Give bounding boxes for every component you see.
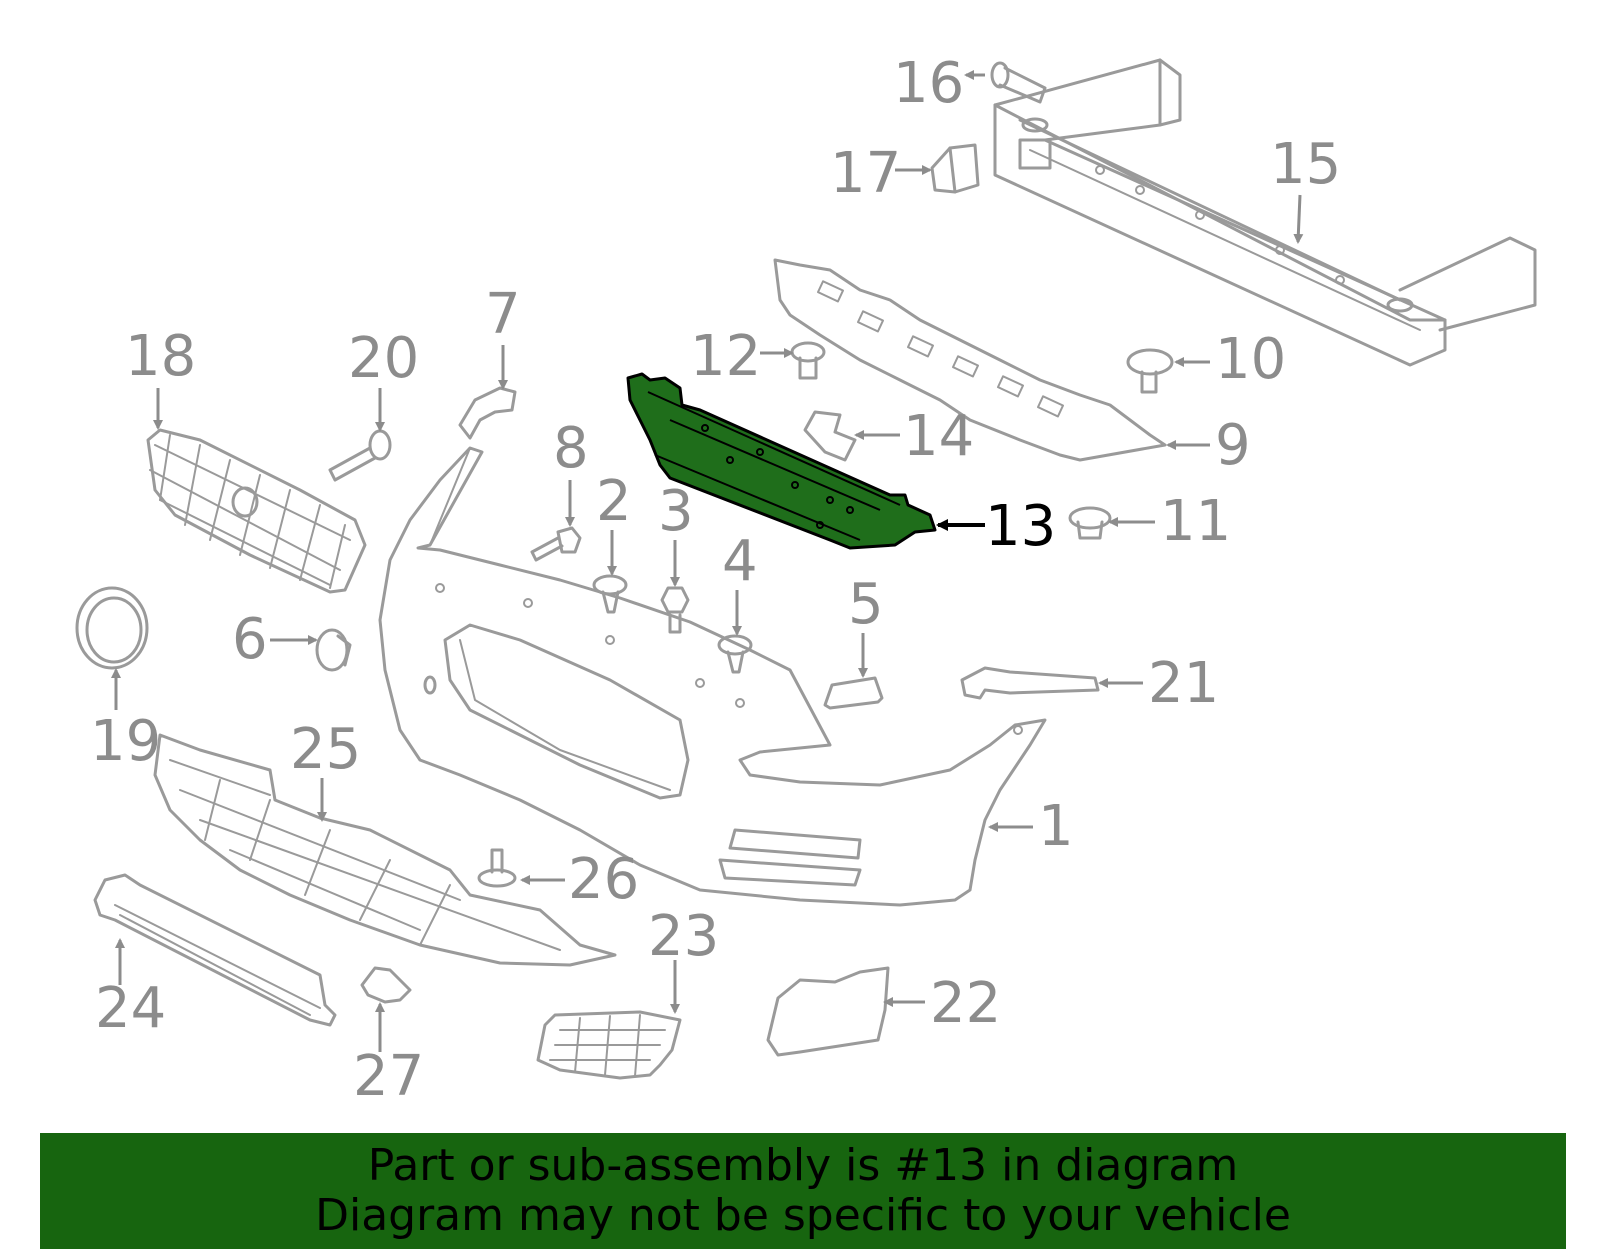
callout-1: 1 xyxy=(1038,794,1074,859)
part-13-energy-absorber xyxy=(626,372,937,550)
part-20-bolt xyxy=(328,429,392,482)
callout-22: 22 xyxy=(930,971,1001,1036)
part-6-clip xyxy=(315,628,352,672)
callout-18: 18 xyxy=(125,324,196,389)
callout-11: 11 xyxy=(1160,489,1231,554)
callout-27: 27 xyxy=(353,1044,424,1109)
part-1-bumper-cover xyxy=(378,446,1047,907)
callout-9: 9 xyxy=(1215,413,1251,478)
callout-26: 26 xyxy=(568,847,639,912)
part-16-bolt xyxy=(990,61,1047,104)
callout-4: 4 xyxy=(722,529,758,594)
callout-12: 12 xyxy=(690,324,761,389)
part-4-clip xyxy=(717,634,753,674)
part-9-upper-bracket xyxy=(773,258,1167,462)
part-8-bolt xyxy=(530,526,582,562)
callout-19: 19 xyxy=(90,709,161,774)
part-11-nut xyxy=(1068,506,1112,540)
part-15-reinforcement-beam xyxy=(993,58,1537,367)
part-19-trim-ring xyxy=(75,586,149,670)
part-24-lower-grille xyxy=(93,873,337,1027)
callout-6: 6 xyxy=(232,607,268,672)
callout-2: 2 xyxy=(596,469,632,534)
callout-leaders xyxy=(111,70,1304,1052)
callout-25: 25 xyxy=(290,717,361,782)
part-25-undertray xyxy=(153,733,617,967)
callout-23: 23 xyxy=(648,904,719,969)
callout-3: 3 xyxy=(658,479,694,544)
part-26-push-pin xyxy=(477,848,517,888)
callout-15: 15 xyxy=(1270,132,1341,197)
banner-line-1: Part or sub-assembly is #13 in diagram xyxy=(367,1140,1239,1191)
banner-line-2: Diagram may not be specific to your vehi… xyxy=(315,1190,1291,1241)
callout-8: 8 xyxy=(553,416,589,481)
callout-20: 20 xyxy=(348,326,419,391)
callout-10: 10 xyxy=(1215,327,1286,392)
part-14-bracket xyxy=(803,410,857,462)
part-5-cover xyxy=(823,676,884,710)
callout-5: 5 xyxy=(848,572,884,637)
part-18-grille xyxy=(146,428,367,594)
part-10-clip xyxy=(1126,348,1174,394)
callout-24: 24 xyxy=(95,976,166,1041)
callout-14: 14 xyxy=(903,404,974,469)
part-21-bracket xyxy=(960,666,1100,700)
callout-16: 16 xyxy=(893,51,964,116)
callout-21: 21 xyxy=(1148,651,1219,716)
callout-labels: 16 17 15 12 10 14 9 13 11 7 18 20 8 2 3 … xyxy=(90,51,1341,1109)
callout-13: 13 xyxy=(985,494,1056,559)
part-7-bracket xyxy=(458,386,517,440)
part-22-bracket xyxy=(766,966,890,1057)
part-12-clip xyxy=(790,341,826,380)
part-27-clip xyxy=(360,966,412,1004)
info-banner: Part or sub-assembly is #13 in diagram D… xyxy=(40,1133,1566,1249)
part-3-nut xyxy=(660,586,690,634)
callout-17: 17 xyxy=(830,141,901,206)
callout-7: 7 xyxy=(485,282,521,347)
part-23-grille-insert xyxy=(536,1010,682,1080)
part-17-bumper-stop xyxy=(930,143,980,194)
